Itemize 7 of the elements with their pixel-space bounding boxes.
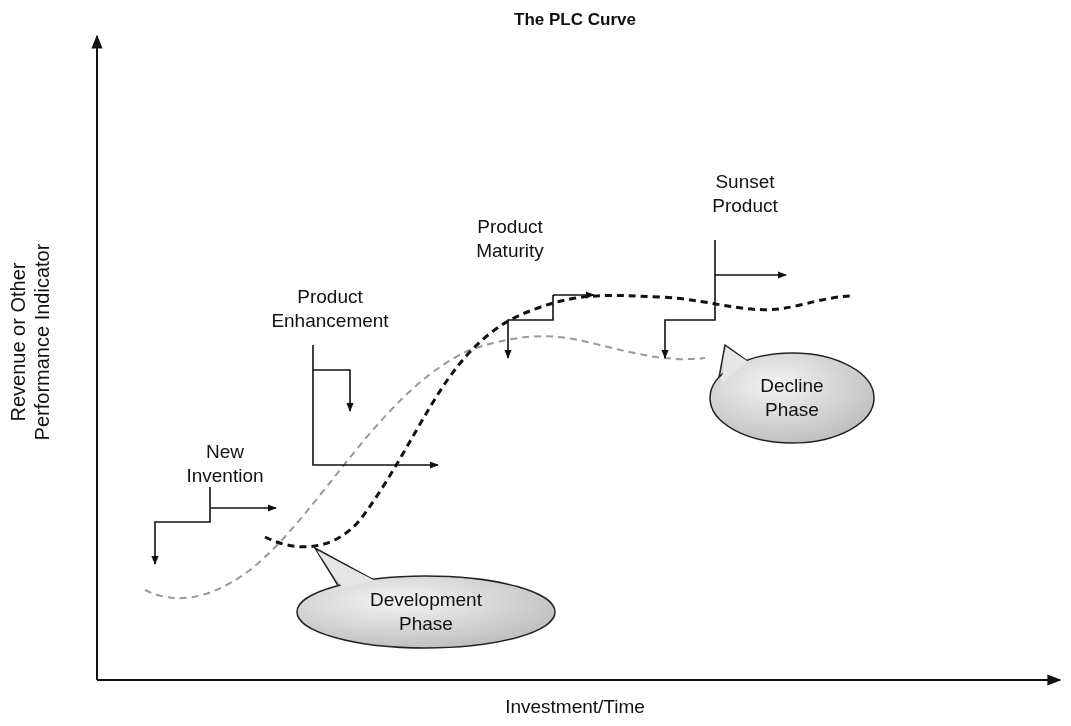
stage-label: Sunset Product [711, 170, 779, 218]
stage-label: Product Enhancement [270, 285, 390, 333]
stage-label: New Invention [185, 440, 265, 488]
stage-label: Product Maturity [475, 215, 545, 263]
axis-label: Investment/Time [504, 695, 646, 719]
axis-label: Revenue or Other Performance Indicator [6, 242, 54, 443]
chart-title: The PLC Curve [513, 9, 637, 31]
